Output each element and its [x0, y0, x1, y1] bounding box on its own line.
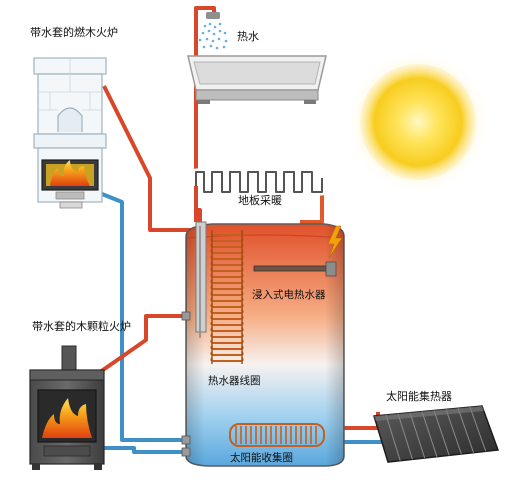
storage-tank	[185, 223, 345, 467]
wood-stove	[33, 57, 107, 209]
solar-coil-label: 太阳能收集圈	[230, 451, 293, 464]
wood-stove-hot-pipe	[102, 85, 192, 232]
panel-stripe	[385, 414, 401, 461]
panel-stripe	[421, 411, 438, 457]
solar-collector	[373, 405, 500, 463]
floor-heating-supply-pipe	[196, 208, 202, 222]
immersion-heater-label: 浸入式电热水器	[252, 288, 326, 301]
panel-stripe	[469, 406, 487, 452]
hot-water-pipe	[194, 6, 216, 222]
heater-coil-label: 热水器线圈	[208, 374, 261, 387]
panel-stripe	[457, 408, 475, 453]
shower-head-icon	[198, 12, 228, 50]
panel-stripe	[445, 409, 462, 455]
lightning-icon	[327, 225, 343, 259]
hot-water-label: 热水	[237, 30, 259, 43]
floor-heating-label: 地板采暖	[238, 193, 282, 207]
panel-stripe	[397, 413, 413, 460]
pellet-stove-hot-pipe	[98, 314, 186, 374]
tank-connections	[181, 311, 191, 457]
solar-collector-label: 太阳能集热器	[386, 389, 452, 403]
floor-heating-return-pipe	[300, 186, 324, 224]
flame-icon	[42, 398, 92, 438]
solar-coil	[229, 423, 325, 447]
panel-stripe	[433, 410, 450, 456]
panel-stripe	[409, 412, 426, 459]
flame-icon	[50, 160, 90, 186]
heater-coil-rungs	[210, 230, 244, 364]
sun-icon	[346, 50, 490, 194]
immersion-heater	[253, 261, 337, 277]
heater-coil	[195, 221, 207, 338]
pellet-stove-cold-pipe	[100, 446, 186, 454]
wood-stove-cold-pipe	[91, 188, 186, 442]
pellet-stove-label: 带水套的木颗粒火炉	[32, 319, 131, 333]
pellet-stove	[29, 345, 105, 470]
bathtub	[187, 55, 327, 104]
floor-heating	[192, 168, 326, 196]
wood-stove-label: 带水套的燃木火炉	[30, 25, 118, 39]
